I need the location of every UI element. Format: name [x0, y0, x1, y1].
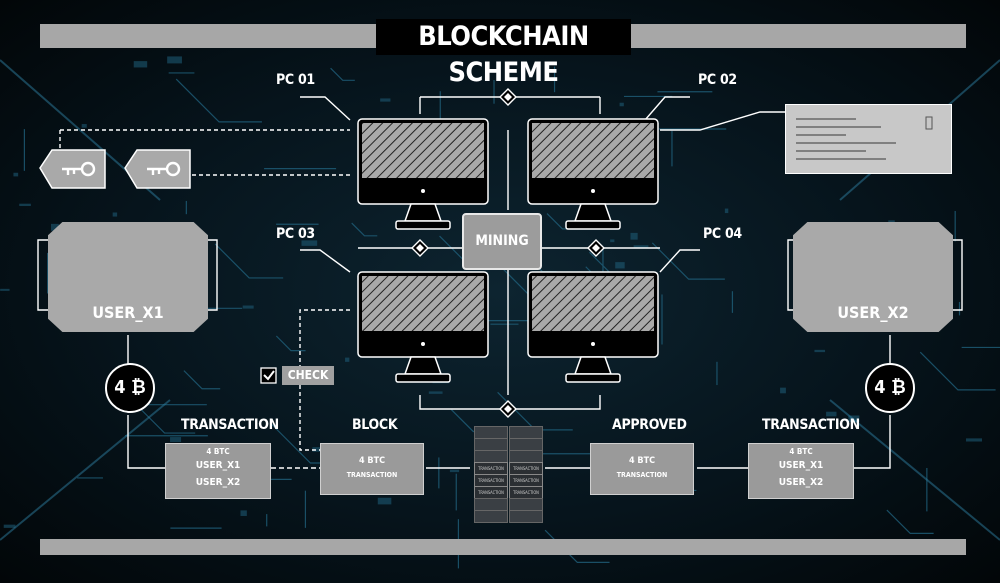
pc02-leader	[644, 96, 690, 121]
screen-link-wire	[660, 111, 785, 131]
pc04-label: PC 04	[703, 226, 742, 242]
block-transaction: TRANSACTION	[346, 471, 398, 479]
pc02-label: PC 02	[698, 72, 737, 88]
user2-bracket-right	[950, 239, 963, 311]
tx-left-receiver: USER_X2	[195, 477, 241, 488]
tx-left-sender: USER_X1	[195, 460, 241, 471]
check-dashed-wire	[299, 309, 350, 376]
log-lines	[796, 116, 933, 160]
tx-right-receiver: USER_X2	[778, 477, 824, 488]
bitcoin-icon: 4 ₿	[865, 363, 915, 413]
tx-to-user2-wire	[852, 415, 891, 469]
transaction-box-left: 4 BTC USER_X1 USER_X2	[165, 443, 271, 499]
key-icon	[62, 161, 96, 177]
user-to-btc-wires	[127, 335, 891, 365]
user-x1-name: USER_X1	[92, 303, 164, 322]
cluster-top-ticks	[419, 97, 601, 114]
user1-bracket-right	[205, 239, 218, 311]
diamond-icon	[411, 239, 429, 257]
page-title: BLOCKCHAIN SCHEME	[376, 19, 631, 88]
diamond-icon	[499, 400, 517, 418]
tx-left-amount: 4 BTC	[206, 447, 230, 456]
diamond-icon	[587, 239, 605, 257]
user1-bracket-left	[37, 239, 50, 311]
block-box: 4 BTC TRANSACTION	[320, 443, 424, 495]
flow-heading-block: BLOCK	[352, 417, 398, 433]
tx-right-sender: USER_X1	[778, 460, 824, 471]
approved-box: 4 BTC TRANSACTION	[590, 443, 694, 495]
transaction-box-right: 4 BTC USER_X1 USER_X2	[748, 443, 854, 499]
ledger-cell	[509, 510, 543, 523]
flow-heading-approved: APPROVED	[612, 417, 687, 433]
diamond-icon	[499, 88, 517, 106]
key-icon	[147, 161, 181, 177]
tx-right-amount: 4 BTC	[789, 447, 813, 456]
monitor-icon	[527, 271, 659, 383]
flow-heading-transaction-left: TRANSACTION	[181, 417, 279, 433]
check-to-block-wire	[299, 385, 320, 451]
user1-to-tx-wire	[127, 415, 165, 469]
approved-amount: 4 BTC	[628, 456, 656, 466]
pc03-leader	[300, 249, 351, 273]
monitor-icon	[357, 118, 489, 230]
pc03-label: PC 03	[276, 226, 315, 242]
log-screen-panel	[785, 104, 952, 174]
user-x2-name: USER_X2	[837, 303, 909, 322]
check-label: CHECK	[282, 366, 334, 385]
monitor-icon	[357, 271, 489, 383]
pc01-leader	[300, 96, 351, 121]
monitor-icon	[527, 118, 659, 230]
approved-transaction: TRANSACTION	[616, 471, 668, 479]
user-x1-panel: USER_X1	[48, 222, 208, 332]
flow-heading-transaction-right: TRANSACTION	[762, 417, 860, 433]
footer-bar	[40, 539, 966, 555]
pc04-leader	[659, 249, 700, 273]
checkmark-icon	[260, 367, 277, 384]
pc01-label: PC 01	[276, 72, 315, 88]
ledger-cell	[474, 510, 508, 523]
bitcoin-icon: 4 ₿	[105, 363, 155, 413]
block-amount: 4 BTC	[358, 456, 386, 466]
check-badge: CHECK	[260, 366, 334, 385]
user-x2-panel: USER_X2	[793, 222, 953, 332]
mining-node: MINING	[462, 213, 542, 270]
